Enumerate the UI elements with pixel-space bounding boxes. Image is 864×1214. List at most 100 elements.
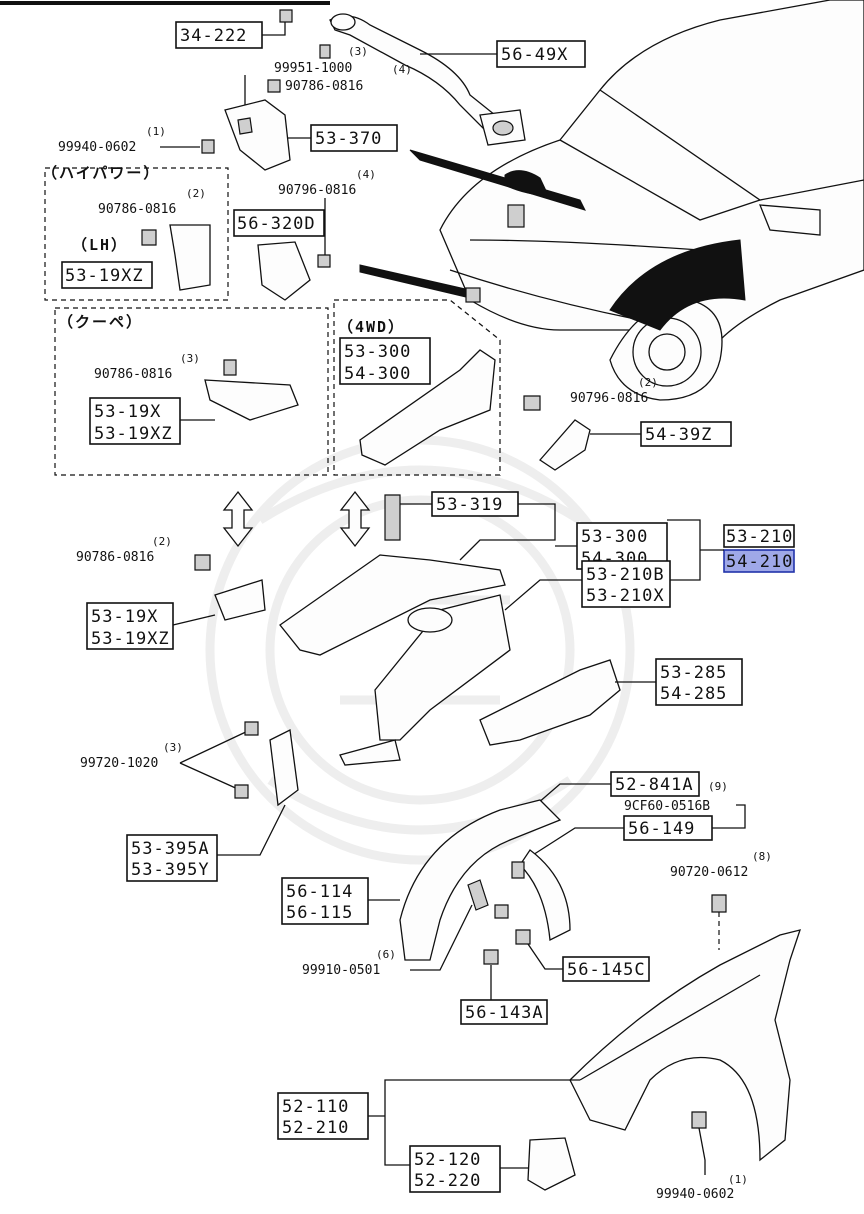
part-number-90786-0816-a: 90786-0816 xyxy=(285,79,363,94)
label-box-53-19x-coupe xyxy=(89,397,181,445)
label-53-395y: 53-395Y xyxy=(131,860,210,880)
label-53-319: 53-319 xyxy=(436,495,503,515)
vehicle-outline-drawing xyxy=(359,0,864,401)
label-56-114: 56-114 xyxy=(286,882,353,902)
bracket-53-19x xyxy=(214,579,266,621)
label-53-210x: 53-210X xyxy=(586,586,665,606)
label-box-56-145c xyxy=(562,956,650,982)
label-53-370: 53-370 xyxy=(315,129,382,149)
group-high-power-title: （ハイパワー） xyxy=(42,164,160,182)
qty-3b: (3) xyxy=(180,352,200,365)
part-number-99720-1020: 99720-1020 xyxy=(80,756,158,771)
qty-8: (8) xyxy=(752,850,772,863)
label-box-53-210 xyxy=(723,524,795,548)
qty-3a: (3) xyxy=(348,45,368,58)
label-56-145c: 56-145C xyxy=(567,960,646,980)
mount-56-320d xyxy=(257,198,331,301)
label-52-220: 52-220 xyxy=(414,1171,481,1191)
label-box-56-143a xyxy=(460,999,548,1025)
qty-2a: (2) xyxy=(186,187,206,200)
label-53-300-4wd: 53-300 xyxy=(344,342,411,362)
label-box-34-222 xyxy=(175,21,263,49)
front-frame-rail xyxy=(279,554,506,656)
front-fender-panel xyxy=(569,929,801,1162)
part-number-90786-0816-d: 90786-0816 xyxy=(76,550,154,565)
front-apron xyxy=(339,594,511,766)
part-number-90786-0816-c: 90786-0816 xyxy=(94,367,172,382)
label-34-222: 34-222 xyxy=(180,26,247,46)
bracket-53-395 xyxy=(269,729,299,807)
label-56-143a: 56-143A xyxy=(465,1003,544,1023)
bracket-54-39z xyxy=(539,419,591,471)
label-box-53-19xz-lh xyxy=(61,261,153,289)
label-56-149: 56-149 xyxy=(628,819,695,839)
qty-2b: (2) xyxy=(638,376,658,389)
label-52-841a: 52-841A xyxy=(615,775,694,795)
group-coupe-title: （クーペ） xyxy=(58,313,143,331)
label-53-19xz: 53-19XZ xyxy=(91,629,170,649)
label-53-210b: 53-210B xyxy=(586,565,665,585)
group-coupe-frame xyxy=(54,307,329,476)
label-54-285: 54-285 xyxy=(660,684,727,704)
label-53-19x-coupe: 53-19X xyxy=(94,402,161,422)
qty-3c: (3) xyxy=(163,741,183,754)
bracket-53-19xz-lh xyxy=(141,224,211,291)
part-number-90796-0816-a: 90796-0816 xyxy=(278,183,356,198)
part-number-90720-0612: 90720-0612 xyxy=(670,865,748,880)
label-box-52-841a xyxy=(610,771,700,797)
group-lh-label: （LH） xyxy=(72,236,128,254)
qty-4a: (4) xyxy=(392,63,412,76)
label-52-110: 52-110 xyxy=(282,1097,349,1117)
label-box-56-320d xyxy=(233,209,325,237)
fender-liner xyxy=(399,799,571,961)
part-number-99940-0602-a: 99940-0602 xyxy=(58,140,136,155)
label-52-120: 52-120 xyxy=(414,1150,481,1170)
qty-9: (9) xyxy=(708,780,728,793)
label-56-320d: 56-320D xyxy=(237,214,316,234)
label-53-395a: 53-395A xyxy=(131,839,210,859)
label-54-39z: 54-39Z xyxy=(645,425,712,445)
part-number-99910-0501: 99910-0501 xyxy=(302,963,380,978)
qty-1a: (1) xyxy=(146,125,166,138)
qty-1b: (1) xyxy=(728,1173,748,1186)
label-53-285: 53-285 xyxy=(660,663,727,683)
part-number-99940-0602-b: 99940-0602 xyxy=(656,1187,734,1202)
qty-6: (6) xyxy=(376,948,396,961)
label-56-115: 56-115 xyxy=(286,903,353,923)
label-box-53-319 xyxy=(431,491,519,517)
swap-arrow-center xyxy=(339,490,371,548)
label-56-49x: 56-49X xyxy=(501,45,568,65)
swap-arrow-left xyxy=(222,490,254,548)
label-box-52-120 xyxy=(409,1145,501,1193)
part-number-9cf60-0516b: 9CF60-0516B xyxy=(624,799,710,814)
label-54-300-4wd: 54-300 xyxy=(344,364,411,384)
label-54-210: 54-210 xyxy=(726,552,793,572)
label-53-300: 53-300 xyxy=(581,527,648,547)
label-52-210: 52-210 xyxy=(282,1118,349,1138)
label-53-19x: 53-19X xyxy=(91,607,158,627)
label-box-53-19x xyxy=(86,602,174,650)
label-53-19xz-lh: 53-19XZ xyxy=(65,266,144,286)
label-53-19xz-coupe: 53-19XZ xyxy=(94,424,173,444)
fender-bracket-52-120 xyxy=(527,1137,576,1191)
label-box-56-114 xyxy=(281,877,369,925)
label-box-53-395 xyxy=(126,834,218,882)
label-53-210: 53-210 xyxy=(726,527,793,547)
bolt-53-319 xyxy=(384,494,401,541)
label-box-56-49x xyxy=(496,40,586,68)
reinforcement-53-285 xyxy=(479,659,621,746)
strut-tower-bar xyxy=(329,13,526,146)
label-box-53-210b xyxy=(581,560,671,608)
bracket-53-19x-coupe xyxy=(204,359,299,421)
part-number-99951-1000: 99951-1000 xyxy=(274,61,352,76)
part-number-90796-0816-b: 90796-0816 xyxy=(570,391,648,406)
group-4wd-frame xyxy=(333,299,501,476)
part-number-90786-0816-b: 90786-0816 xyxy=(98,202,176,217)
frame-4wd xyxy=(359,349,496,466)
qty-2c: (2) xyxy=(152,535,172,548)
group-4wd-title: （4WD） xyxy=(338,318,405,336)
label-box-4wd xyxy=(339,337,431,385)
qty-4b: (4) xyxy=(356,168,376,181)
label-box-54-210-highlight xyxy=(723,549,795,573)
